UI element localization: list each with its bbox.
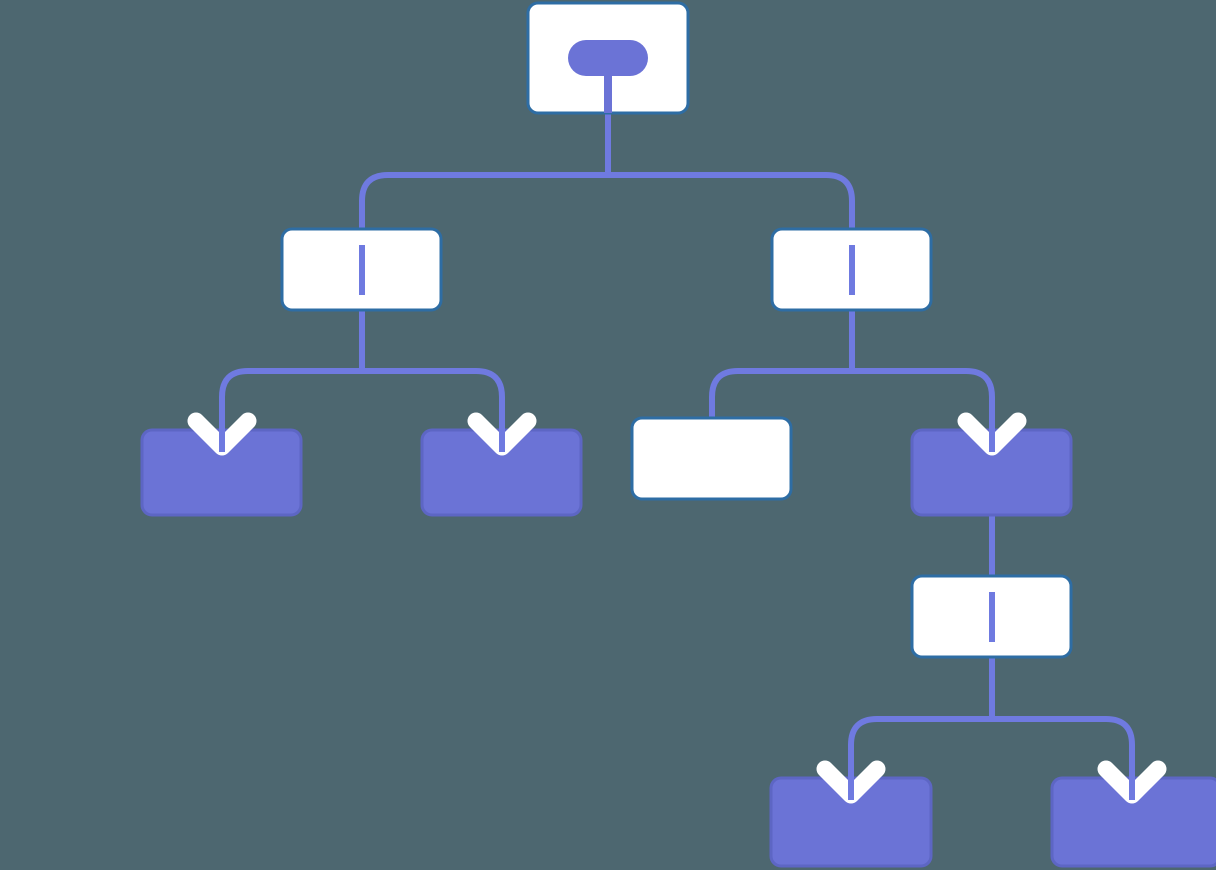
- arrow-stems-group: [219, 400, 1135, 800]
- edge-root-to-l2-left: [359, 172, 608, 310]
- edge-root-to-l2-right: [608, 172, 855, 310]
- node-level5-right-shape[interactable]: [1050, 776, 1216, 868]
- edge-l2-left-to-l3-b: [362, 368, 505, 452]
- connector-edges-group: [219, 60, 1135, 800]
- node-level2-right[interactable]: [770, 227, 933, 312]
- node-level4[interactable]: [910, 574, 1073, 659]
- nodes-group: [140, 1, 1216, 868]
- node-level3-c[interactable]: [630, 416, 793, 501]
- node-root[interactable]: [526, 1, 690, 115]
- edge-l4-to-l5-left: [848, 716, 992, 800]
- edge-l2-right-to-l3-d: [852, 368, 995, 452]
- root-pill-icon: [568, 40, 648, 76]
- node-level2-left[interactable]: [280, 227, 443, 312]
- node-level3-c-shape[interactable]: [630, 416, 793, 501]
- edge-l2-right-to-l3-c: [709, 368, 852, 420]
- edge-l4-to-l5-right: [992, 716, 1135, 800]
- edge-l2-left-to-l3-a: [219, 368, 362, 452]
- node-level5-right[interactable]: [1050, 776, 1216, 868]
